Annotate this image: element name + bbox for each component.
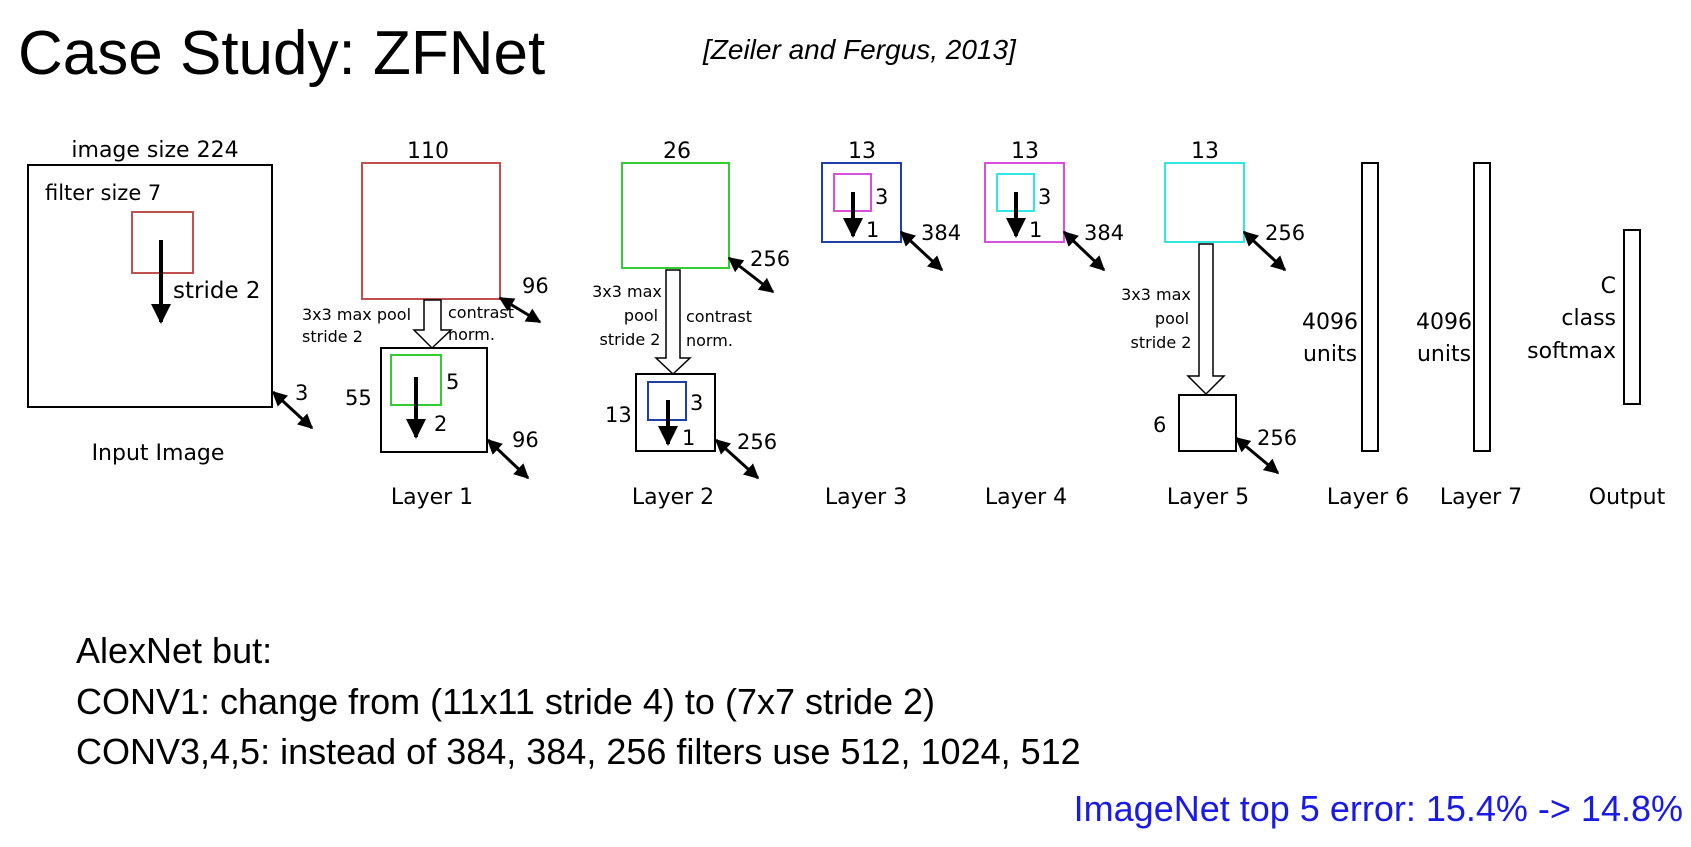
layer-3-size: 13 — [848, 139, 876, 164]
layer-2-stride: 1 — [682, 426, 695, 450]
layer-5-bottom-depth-arrow — [1234, 436, 1280, 475]
layer-1-filter-size: 5 — [446, 370, 459, 394]
layer-2-conv-box — [621, 162, 730, 269]
body-line-conv345: CONV3,4,5: instead of 384, 384, 256 filt… — [76, 731, 1081, 772]
layer-6-fc-bar — [1361, 162, 1379, 452]
layer-5-top-depth: 256 — [1265, 221, 1305, 245]
layer-4-block: 13 3 1 384 Layer 4 — [984, 139, 1124, 510]
layer-6-units-1: 4096 — [1302, 310, 1358, 335]
input-image-block: image size 224 filter size 7 stride 2 3 … — [27, 138, 314, 466]
layer-2-block: 26 256 3x3 max pool stride 2 contrast no… — [592, 139, 790, 510]
layer-1-block: 110 96 3x3 max pool stride 2 contrast no… — [302, 139, 549, 510]
layer-2-pool-box — [635, 373, 716, 452]
output-block: C class softmax Output — [1527, 229, 1666, 510]
layer-3-depth: 384 — [921, 221, 961, 245]
layer-5-label: Layer 5 — [1167, 485, 1249, 510]
output-line-2: class — [1561, 306, 1616, 331]
layer-7-fc-bar — [1473, 162, 1491, 452]
layer-1-top-depth-arrow — [498, 296, 542, 324]
layer-7-units-2: units — [1417, 342, 1471, 367]
layer-2-bottom-size: 13 — [605, 403, 632, 427]
input-stride-label: stride 2 — [173, 278, 261, 304]
layer-2-bottom-depth-arrow — [714, 438, 760, 480]
layer-4-label: Layer 4 — [985, 485, 1067, 510]
layer-5-pool-label-3: stride 2 — [1131, 333, 1192, 352]
output-line-1: C — [1601, 274, 1616, 299]
layer-4-depth-arrow — [1062, 230, 1106, 272]
layer-2-bottom-depth: 256 — [737, 430, 777, 454]
layer-5-top-size: 13 — [1191, 139, 1219, 164]
body-line-alexnet: AlexNet but: — [76, 630, 273, 671]
layer-6-block: 4096 units Layer 6 — [1302, 162, 1409, 510]
layer-5-bottom-depth: 256 — [1257, 426, 1297, 450]
layer-5-pool-label-1: 3x3 max — [1121, 285, 1191, 304]
layer-3-depth-arrow — [899, 230, 944, 272]
layer-1-contrast-label-1: contrast — [448, 303, 514, 322]
layer-5-conv-box — [1164, 162, 1245, 243]
layer-2-pool-label-2: pool — [624, 306, 658, 325]
layer-2-label: Layer 2 — [632, 485, 714, 510]
body-line-conv1: CONV1: change from (11x11 stride 4) to (… — [76, 681, 936, 722]
layer-7-block: 4096 units Layer 7 — [1416, 162, 1522, 510]
layer-1-pool-box — [380, 347, 488, 453]
layer-1-pool-label-1: 3x3 max pool — [302, 305, 411, 324]
page-title: Case Study: ZFNet — [18, 19, 546, 88]
layer-1-top-size: 110 — [407, 139, 449, 164]
layer-3-conv-box — [821, 162, 902, 243]
layer-3-filter-size: 3 — [875, 185, 888, 209]
input-image-label: Input Image — [92, 441, 225, 466]
input-depth-label: 3 — [295, 381, 308, 405]
layer-4-size: 13 — [1011, 139, 1039, 164]
layer-1-pool-arrow — [412, 299, 453, 350]
layer-3-block: 13 3 1 384 Layer 3 — [821, 139, 961, 510]
layer-5-pool-label-2: pool — [1155, 309, 1189, 328]
layer-4-stride: 1 — [1029, 218, 1042, 242]
layer-5-pool-arrow — [1186, 243, 1226, 396]
citation: [Zeiler and Fergus, 2013] — [703, 34, 1016, 65]
layer-2-top-size: 26 — [663, 139, 691, 164]
layer-2-top-depth: 256 — [750, 247, 790, 271]
layer-6-units-2: units — [1303, 342, 1357, 367]
layer-4-depth: 384 — [1084, 221, 1124, 245]
input-filter-label: filter size 7 — [45, 181, 161, 205]
layer-1-label: Layer 1 — [391, 485, 473, 510]
layer-6-label: Layer 6 — [1327, 485, 1409, 510]
layer-2-pool-arrow — [654, 269, 692, 376]
layer-7-label: Layer 7 — [1440, 485, 1522, 510]
layer-1-stride: 2 — [434, 412, 447, 436]
layer-4-conv-box — [984, 162, 1065, 243]
layer-1-conv-box — [361, 162, 501, 300]
result-text: ImageNet top 5 error: 15.4% -> 14.8% — [1073, 788, 1683, 829]
layer-7-units-1: 4096 — [1416, 310, 1472, 335]
output-bar — [1623, 229, 1641, 405]
layer-1-top-depth: 96 — [522, 274, 549, 298]
layer-2-pool-label-1: 3x3 max — [592, 282, 662, 301]
layer-3-stride: 1 — [866, 218, 879, 242]
zfnet-architecture-diagram: image size 224 filter size 7 stride 2 3 … — [27, 138, 1666, 510]
output-line-3: softmax — [1527, 339, 1616, 364]
layer-5-pool-box — [1178, 394, 1237, 452]
layer-1-contrast-label-2: norm. — [448, 325, 495, 344]
layer-2-top-depth-arrow — [727, 256, 775, 294]
layer-2-pool-label-3: stride 2 — [600, 330, 661, 349]
layer-5-top-depth-arrow — [1242, 230, 1287, 272]
layer-1-bottom-size: 55 — [345, 386, 372, 410]
layer-1-bottom-depth-arrow — [486, 438, 530, 480]
layer-5-bottom-size: 6 — [1153, 413, 1166, 437]
layer-2-filter-size: 3 — [690, 391, 703, 415]
layer-1-pool-label-2: stride 2 — [302, 327, 363, 346]
layer-3-label: Layer 3 — [825, 485, 907, 510]
layer-4-filter-size: 3 — [1038, 185, 1051, 209]
layer-2-contrast-label-1: contrast — [686, 307, 752, 326]
layer-1-bottom-depth: 96 — [512, 428, 539, 452]
layer-2-contrast-label-2: norm. — [686, 331, 733, 350]
output-label: Output — [1589, 485, 1666, 510]
input-depth-arrow — [271, 390, 314, 430]
layer-5-block: 13 256 3x3 max pool stride 2 6 256 Layer… — [1121, 139, 1305, 510]
input-size-label: image size 224 — [71, 138, 238, 163]
input-image-box — [27, 164, 273, 408]
